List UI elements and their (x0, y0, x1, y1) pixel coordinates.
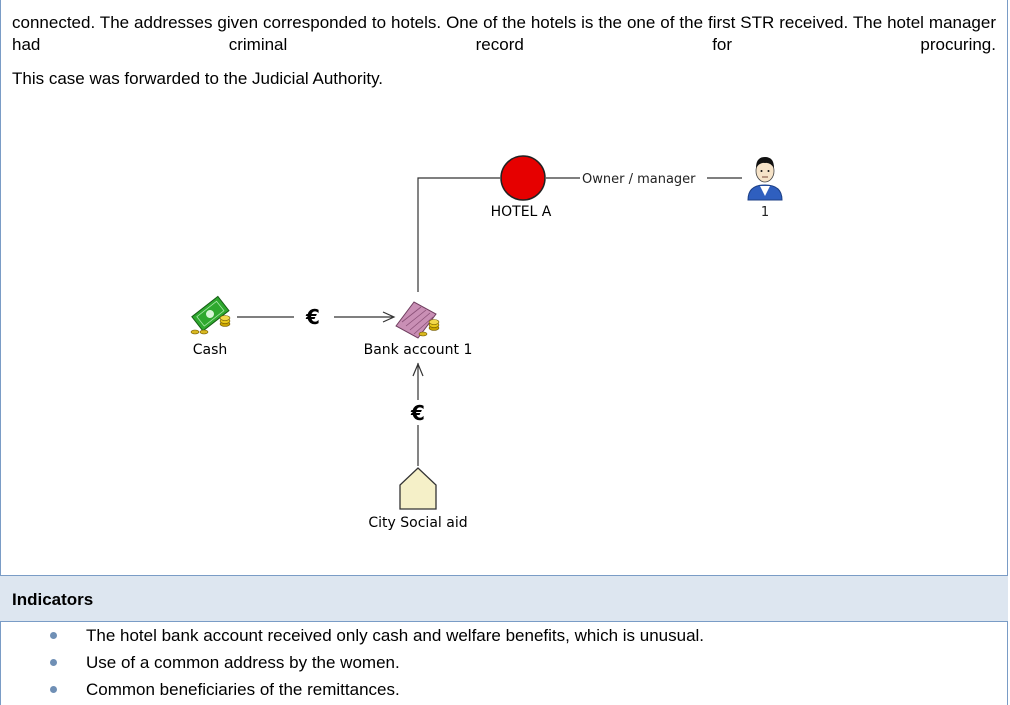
bank-account-icon (395, 301, 440, 339)
indicator-text: Common beneficiaries of the remittances. (86, 680, 400, 699)
bullet-icon (50, 632, 57, 639)
list-item: The hotel bank account received only cas… (0, 622, 1008, 649)
edge-bank-hotel (417, 177, 500, 292)
edge-cash-bank: € (237, 305, 396, 329)
list-item: Common beneficiaries of the remittances. (0, 676, 1008, 703)
cash-icon (190, 295, 231, 335)
bullet-icon (50, 659, 57, 666)
indicator-text: Use of a common address by the women. (86, 653, 400, 672)
cash-label: Cash (193, 342, 228, 358)
indicator-text: The hotel bank account received only cas… (86, 626, 705, 645)
edge-label-euro-social: € (410, 401, 425, 425)
social-aid-label: City Social aid (368, 515, 467, 531)
house-icon (399, 467, 437, 510)
bank-account-node: Bank account 1 (364, 301, 473, 358)
edge-hotel-person: Owner / manager (546, 172, 742, 187)
link-chart-diagram: Owner / manager € € HOTEL A 1 (190, 155, 783, 531)
bank-account-label: Bank account 1 (364, 342, 473, 358)
case-paragraph-2: This case was forwarded to the Judicial … (12, 69, 384, 88)
hotel-node: HOTEL A (491, 155, 552, 220)
edge-label-owner: Owner / manager (582, 172, 696, 187)
indicators-title: Indicators (12, 590, 94, 609)
social-aid-node: City Social aid (368, 467, 468, 531)
indicators-list: The hotel bank account received only cas… (0, 622, 1008, 703)
hotel-label: HOTEL A (491, 204, 552, 220)
edge-social-bank: € (410, 362, 425, 466)
person-node: 1 (747, 157, 783, 220)
person-label: 1 (761, 205, 769, 220)
indicators-header: Indicators (0, 575, 1008, 622)
list-item: Use of a common address by the women. (0, 649, 1008, 676)
red-circle-icon (500, 155, 546, 201)
bullet-icon (50, 686, 57, 693)
person-icon (747, 157, 783, 201)
cash-node: Cash (190, 295, 231, 358)
edge-label-euro-cash: € (305, 305, 320, 329)
case-paragraph-1: connected. The addresses given correspon… (12, 13, 996, 54)
